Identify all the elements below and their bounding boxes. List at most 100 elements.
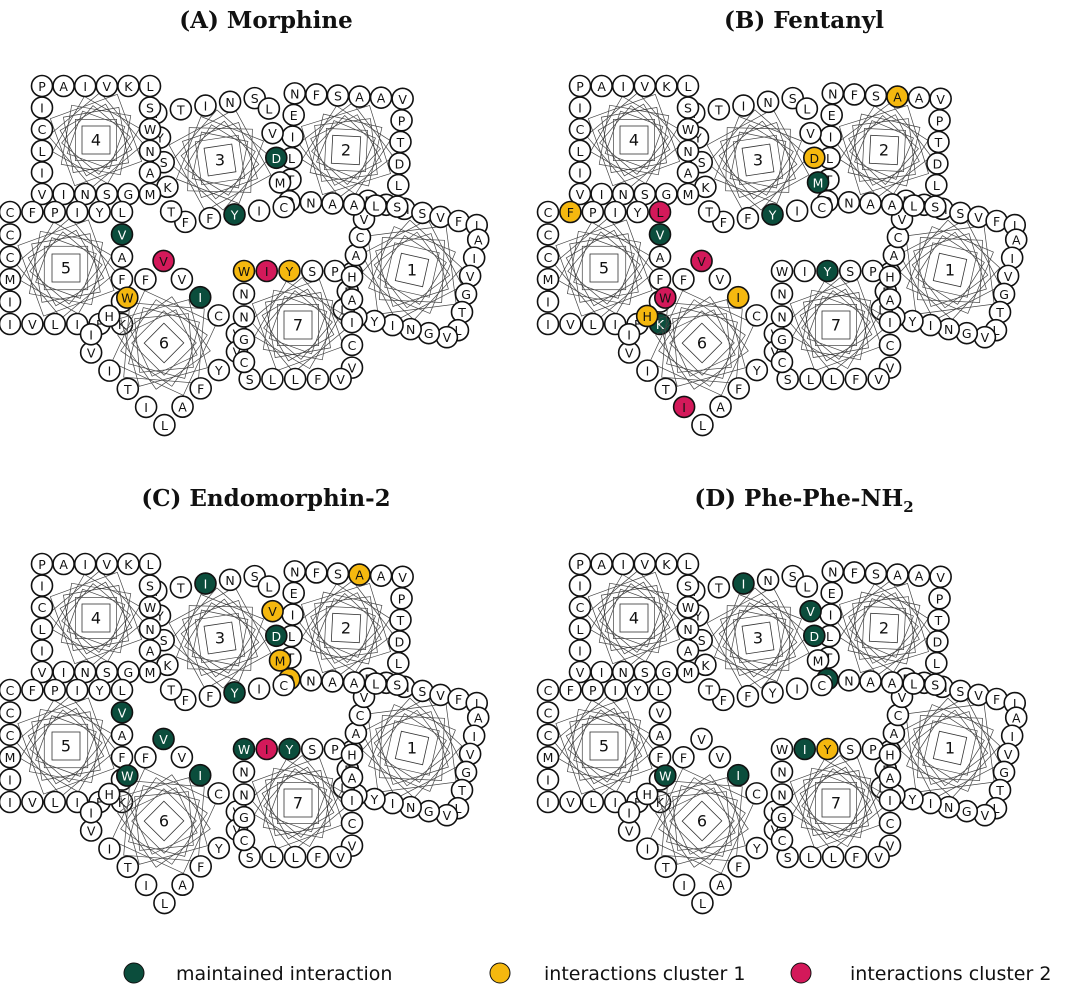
- residue: L: [110, 678, 134, 702]
- helix-line: [787, 754, 885, 852]
- helix-line: [298, 102, 394, 198]
- helix-line: [361, 697, 463, 799]
- helix-line: [123, 780, 205, 862]
- helix-line: [714, 116, 802, 204]
- residue-circle: [648, 223, 672, 246]
- helix-line: [799, 766, 873, 840]
- residue-circle: [726, 763, 750, 787]
- residue: I: [1000, 246, 1024, 270]
- residue: A: [138, 161, 162, 184]
- helix-center-box: [741, 621, 775, 655]
- residue-letter: V: [268, 604, 277, 619]
- residue-circle: [340, 743, 364, 766]
- residue-circle: [169, 575, 193, 599]
- helix-line: [725, 127, 791, 193]
- residue-letter: W: [121, 291, 133, 306]
- residue-circle: [707, 575, 731, 599]
- residue-letter: V: [874, 372, 883, 387]
- residue: A: [171, 873, 194, 896]
- residue-circle: [88, 678, 111, 702]
- residue-letter: G: [461, 765, 471, 780]
- residue-letter: N: [81, 187, 90, 202]
- residue-letter: M: [683, 665, 694, 680]
- residue-letter: F: [735, 859, 742, 874]
- residue: S: [923, 195, 947, 218]
- panel-c-wheels: 1FAMSVFIAIVGTLVGNIYCLFAACV2NFSAAVPTDLSLA…: [0, 552, 490, 915]
- residue-circle: [255, 737, 279, 761]
- residue: A: [907, 86, 931, 109]
- residue: I: [30, 574, 54, 597]
- residue-letter: F: [851, 87, 858, 102]
- residue-letter: S: [784, 372, 792, 387]
- residue-circle: [878, 743, 902, 766]
- residue: C: [568, 117, 592, 141]
- helix-line: [836, 580, 932, 676]
- residue: I: [672, 395, 696, 419]
- residue: F: [306, 845, 330, 869]
- residue-letter: T: [934, 613, 943, 628]
- helix-line: [31, 233, 101, 303]
- residue: I: [73, 552, 97, 576]
- helix-line: [553, 695, 655, 797]
- residue-letter: C: [279, 678, 288, 693]
- residue-letter: A: [656, 250, 665, 265]
- residue: N: [283, 82, 307, 105]
- residue: F: [305, 83, 328, 106]
- residue: F: [648, 267, 672, 291]
- residue-letter: F: [852, 372, 859, 387]
- residue: F: [305, 561, 328, 584]
- helix-line: [581, 245, 627, 291]
- residue-letter: I: [8, 317, 12, 332]
- residue-circle: [340, 265, 364, 288]
- residue: I: [726, 763, 750, 787]
- residue-circle: [756, 90, 780, 114]
- residue: E: [282, 581, 305, 605]
- residue-circle: [21, 200, 44, 224]
- residue-letter: I: [803, 742, 807, 757]
- helix-line: [277, 304, 319, 346]
- residue: I: [536, 790, 560, 814]
- residue: L: [138, 74, 162, 98]
- residue: A: [880, 671, 904, 694]
- helix-line: [661, 780, 743, 862]
- helix-line: [669, 310, 735, 376]
- residue: I: [79, 322, 103, 346]
- residue-circle: [810, 673, 834, 697]
- residue-letter: Y: [230, 685, 239, 700]
- residue-circle: [581, 790, 605, 814]
- residue-letter: A: [355, 90, 364, 105]
- residue-letter: I: [888, 315, 892, 330]
- residue-letter: N: [777, 309, 786, 324]
- residue: D: [926, 630, 949, 653]
- residue: L: [648, 200, 672, 224]
- residue-circle: [329, 367, 352, 391]
- residue-letter: A: [352, 726, 361, 741]
- residue-letter: C: [214, 786, 223, 801]
- helix-line: [262, 767, 334, 839]
- helix-center-box: [51, 731, 81, 761]
- helix-line: [49, 93, 143, 187]
- residue-letter: F: [656, 272, 663, 287]
- residue-circle: [232, 305, 256, 328]
- residue-letter: V: [1004, 269, 1013, 284]
- residue-circle: [30, 96, 54, 119]
- residue-letter: S: [684, 579, 692, 594]
- helix-line: [301, 583, 391, 673]
- residue-circle: [207, 358, 231, 382]
- residue: T: [697, 200, 721, 223]
- helix-line: [187, 127, 253, 193]
- residue: A: [878, 766, 902, 789]
- residue: I: [255, 259, 279, 283]
- residue-letter: A: [348, 770, 357, 785]
- residue: Y: [223, 203, 246, 226]
- helix-number: 2: [341, 619, 351, 638]
- helix-line: [566, 230, 642, 306]
- residue-letter: F: [656, 750, 663, 765]
- residue-circle: [232, 828, 256, 852]
- residue-circle: [727, 377, 751, 400]
- residue: A: [882, 721, 906, 745]
- residue: F: [134, 746, 157, 769]
- residue-circle: [207, 782, 230, 805]
- helix-number: 1: [407, 261, 417, 280]
- helix-line: [906, 226, 994, 314]
